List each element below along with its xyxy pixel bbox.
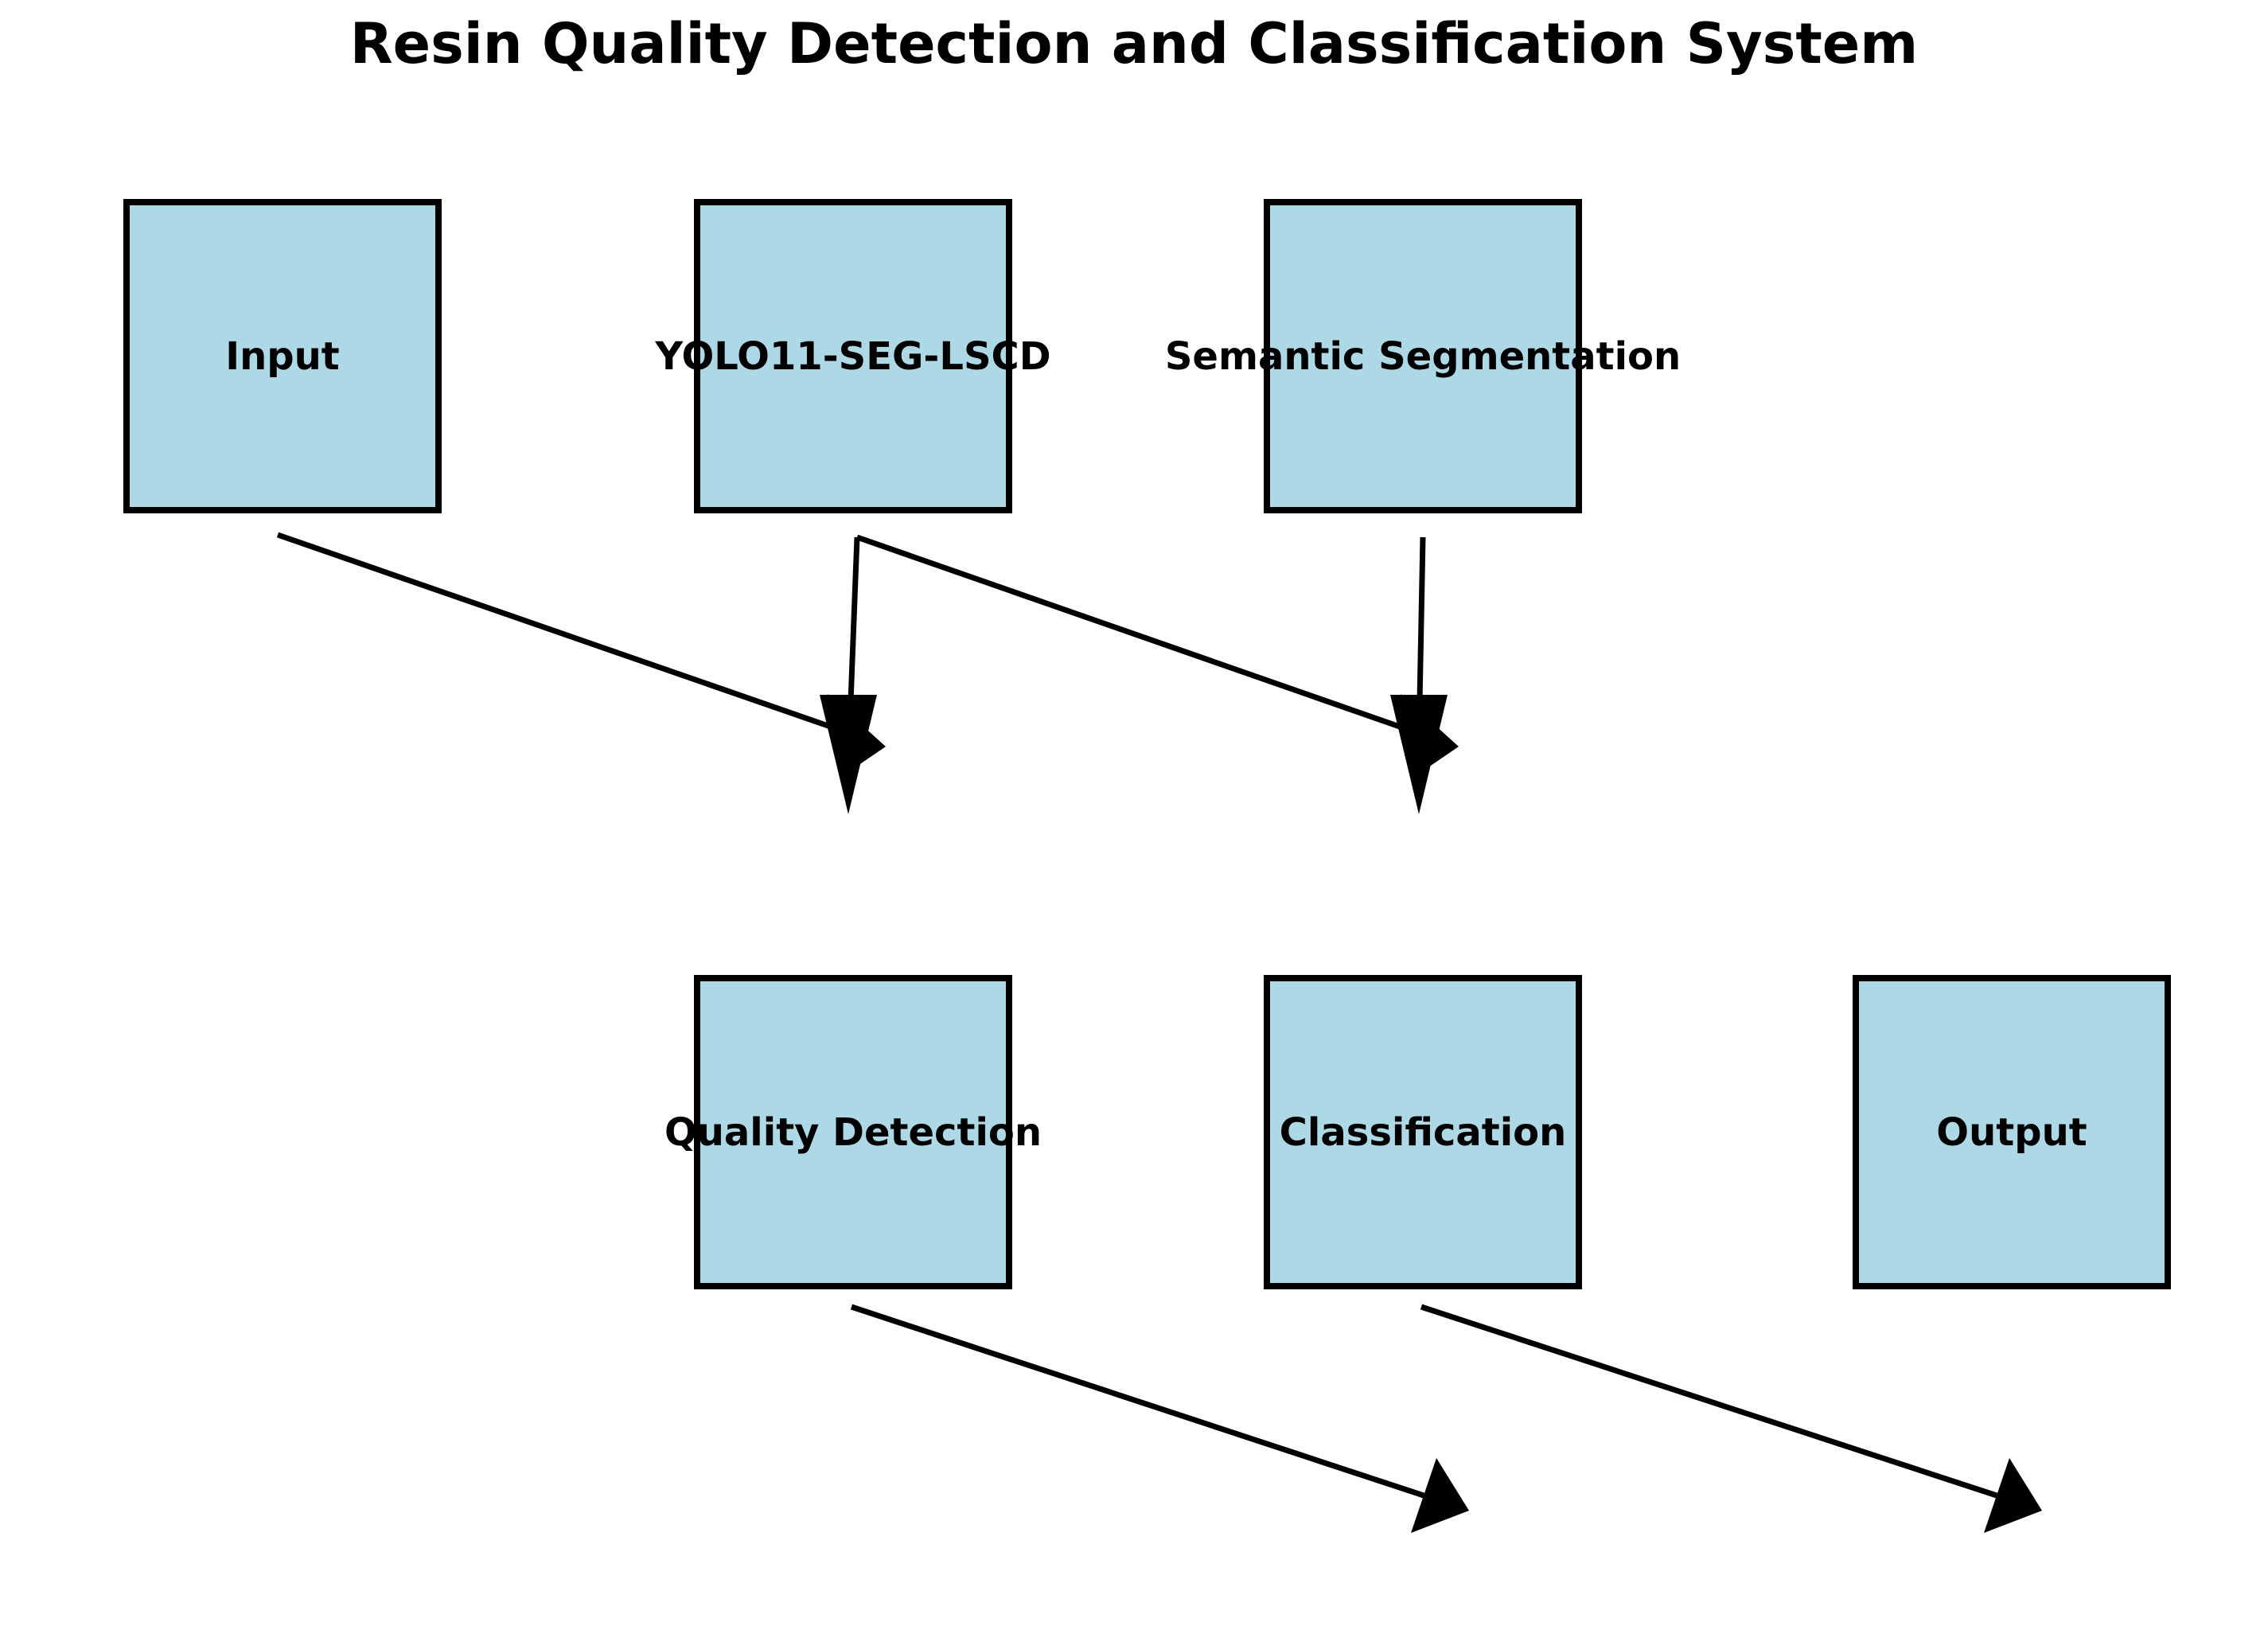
node-quality-detection: Quality Detection bbox=[664, 975, 1042, 1289]
arrowhead-icon bbox=[820, 695, 877, 814]
arrowhead-icon bbox=[1411, 1458, 1469, 1533]
arrow-shaft bbox=[855, 534, 1415, 735]
node-quality-detection-label: Quality Detection bbox=[664, 1109, 1042, 1155]
arrow-shaft bbox=[1420, 1304, 1998, 1499]
node-semantic-segmentation: Semantic Segmentation bbox=[1165, 199, 1681, 513]
arrow-shaft bbox=[848, 536, 860, 703]
arrow-shaft bbox=[1417, 536, 1426, 703]
arrowhead-icon bbox=[1390, 695, 1448, 814]
arrow-semantic-down bbox=[1390, 536, 1448, 814]
diagram-title: Resin Quality Detection and Classificati… bbox=[349, 11, 1919, 76]
arrow-quality-detection-to-classification bbox=[850, 1304, 1469, 1533]
node-input-label: Input bbox=[225, 333, 340, 379]
arrow-input-to-quality-detection bbox=[276, 532, 886, 769]
node-input: Input bbox=[123, 199, 442, 513]
node-classification: Classification bbox=[1264, 975, 1582, 1289]
node-yolo11-seg-lscd: YOLO11-SEG-LSCD bbox=[655, 199, 1051, 513]
arrow-shaft bbox=[276, 532, 844, 734]
node-semantic-segmentation-label: Semantic Segmentation bbox=[1164, 333, 1682, 379]
node-output-label: Output bbox=[1936, 1109, 2087, 1155]
arrowhead-icon bbox=[828, 694, 886, 769]
arrow-yolo-to-classification bbox=[855, 534, 1459, 769]
arrowhead-icon bbox=[1984, 1458, 2042, 1533]
arrow-yolo-down bbox=[820, 536, 877, 814]
node-yolo11-seg-lscd-label: YOLO11-SEG-LSCD bbox=[655, 333, 1051, 379]
arrow-shaft bbox=[850, 1304, 1425, 1499]
arrowhead-icon bbox=[1401, 694, 1459, 769]
node-output: Output bbox=[1853, 975, 2171, 1289]
node-classification-label: Classification bbox=[1279, 1109, 1567, 1155]
arrow-classification-to-output bbox=[1420, 1304, 2042, 1533]
